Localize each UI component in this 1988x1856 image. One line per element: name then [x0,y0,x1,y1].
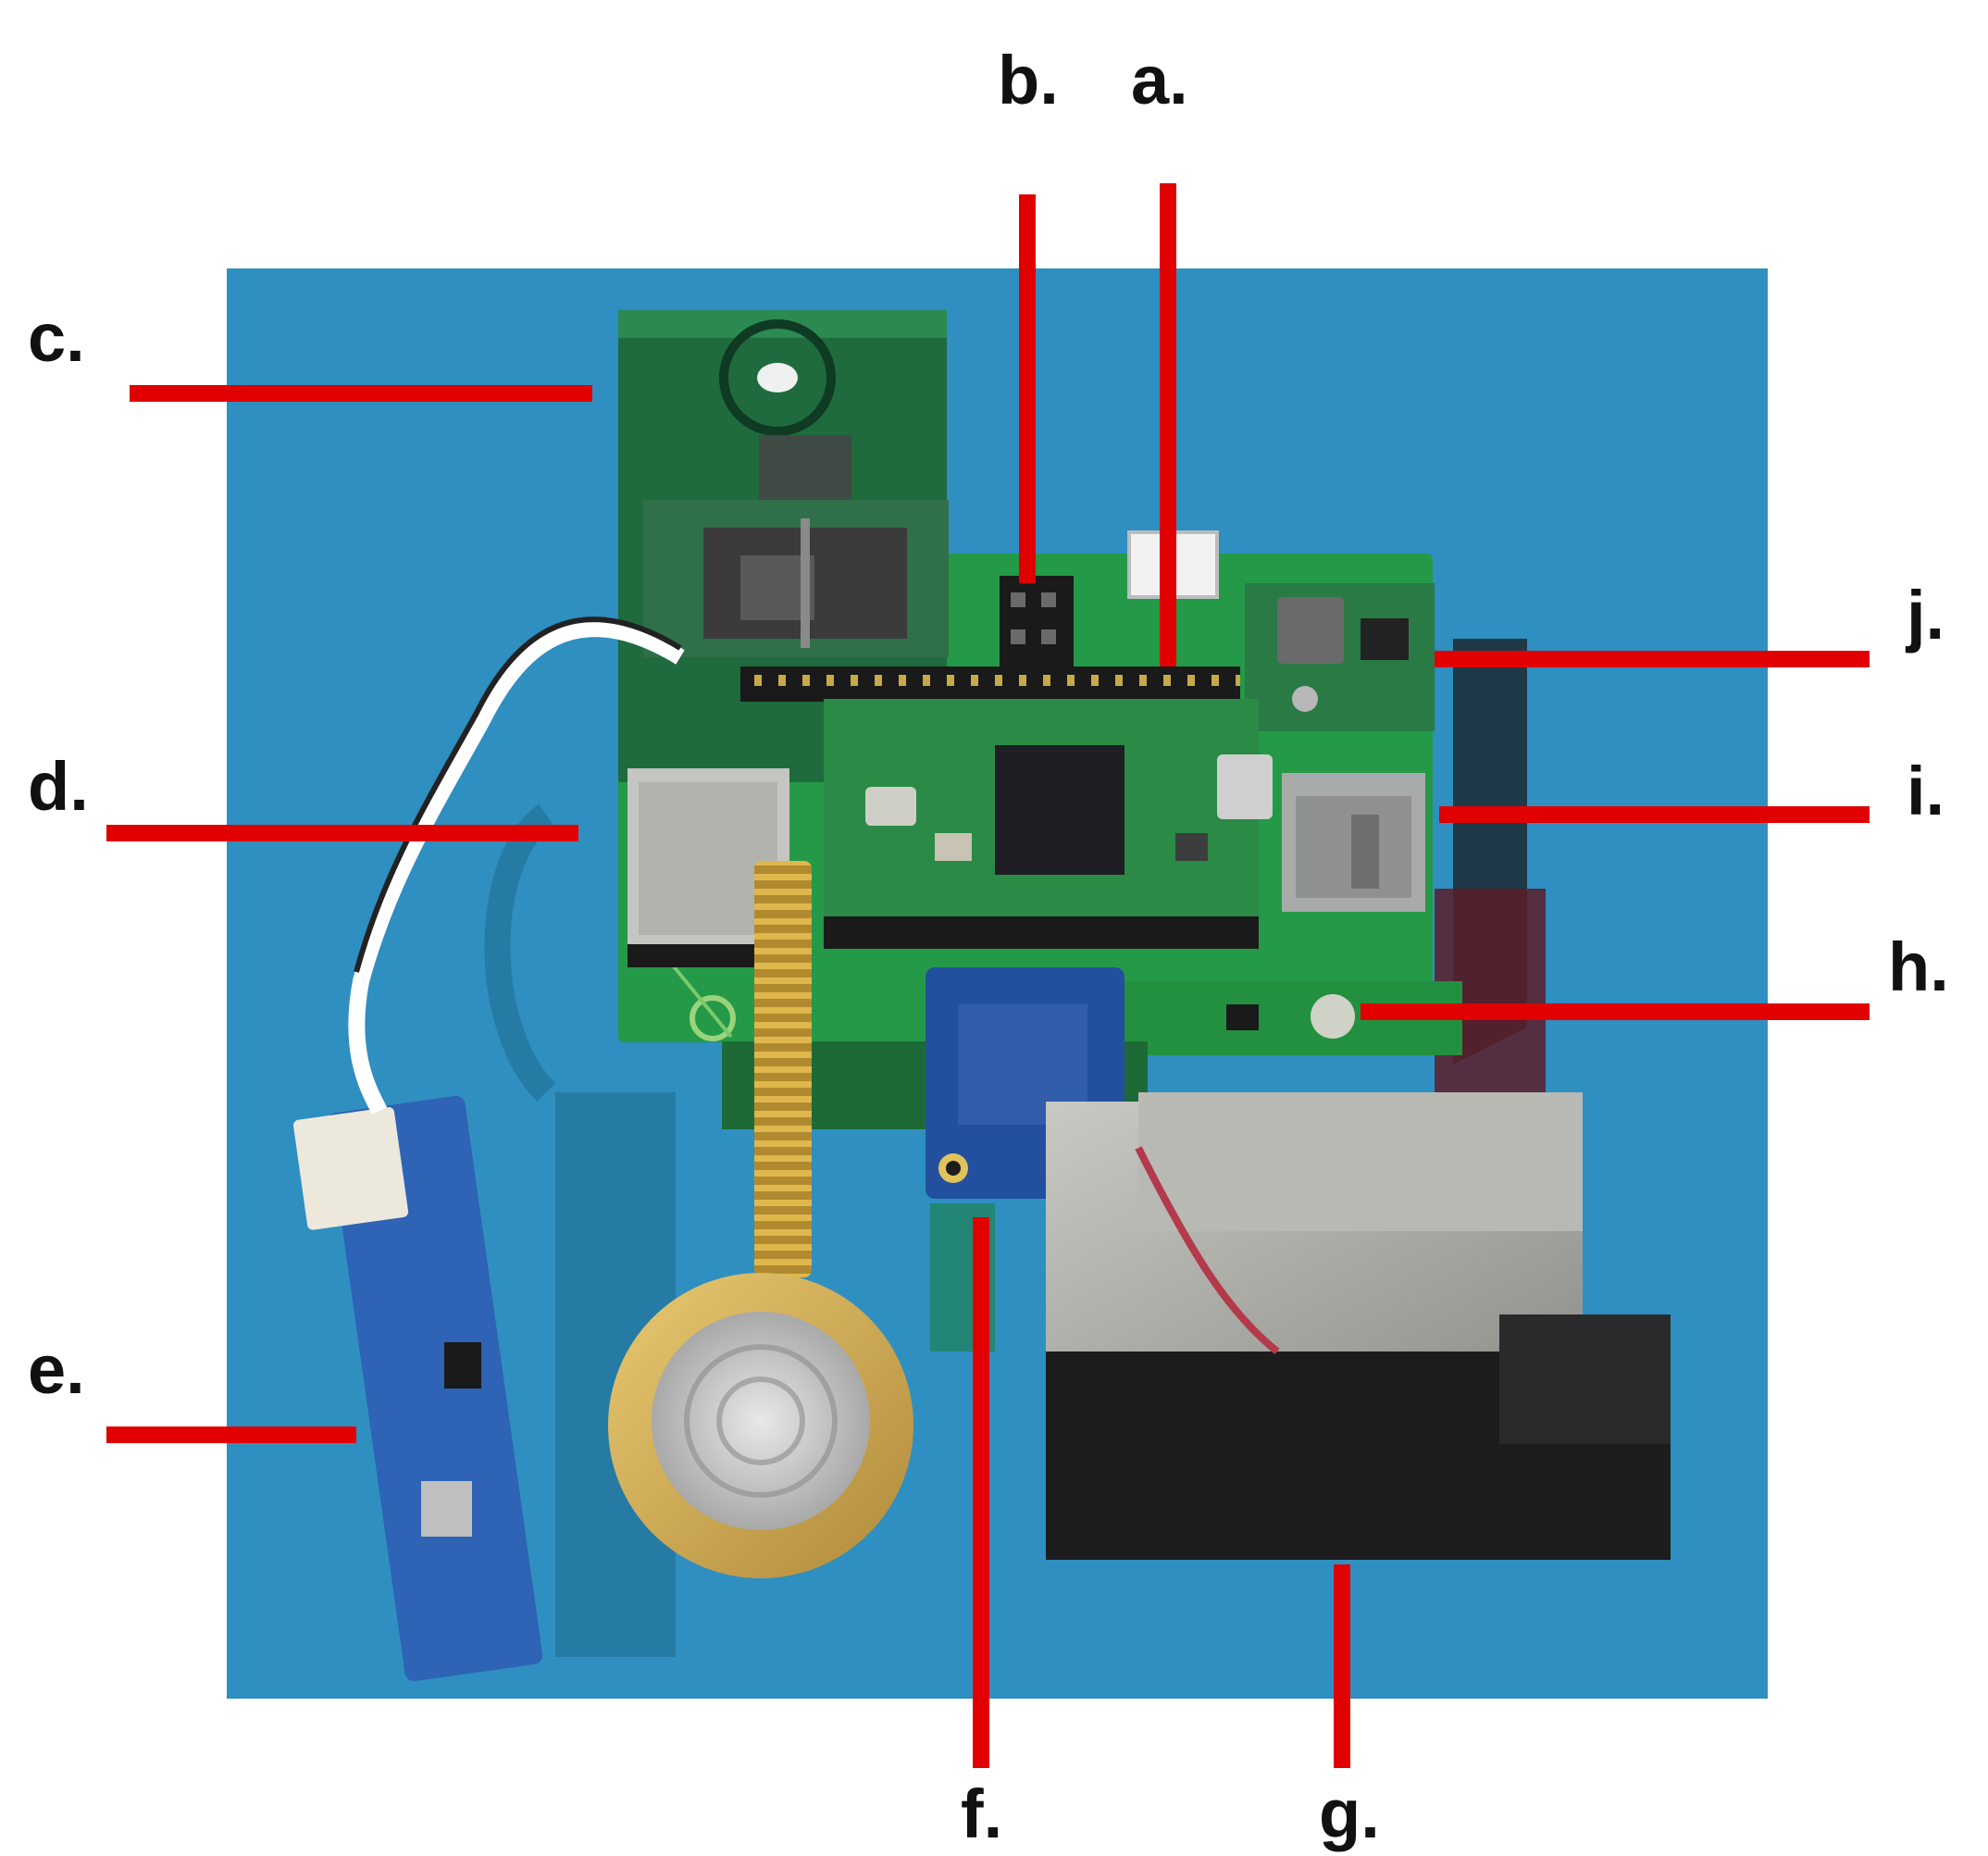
label-i: i. [1907,753,1945,829]
callout-labels: a. b. c. d. e. f. g. h. i. j. [28,42,1949,1852]
sensor-cable [348,620,685,1115]
sd-card-slot [1282,773,1425,912]
label-g: g. [1319,1775,1380,1852]
label-d: d. [28,748,89,825]
label-b: b. [998,42,1059,118]
pin-header-row [740,666,1240,702]
particulate-matter-sensor [1046,1092,1671,1560]
label-h: h. [1888,928,1949,1005]
antenna-spring [754,861,812,1277]
temperature-humidity-module [293,1095,543,1682]
label-f: f. [961,1775,1002,1852]
microcontroller-board [824,699,1273,949]
power-regulator-module [1245,583,1435,731]
label-a: a. [1131,42,1188,118]
label-e: e. [28,1331,85,1408]
led-indicator [1226,994,1355,1039]
sensor-cable-dark [354,617,682,973]
header-connector [1000,576,1074,682]
reference-coin [608,1273,913,1578]
label-j: j. [1905,577,1945,654]
pcb-silkscreen-logo [690,995,736,1041]
callout-arrows [106,183,1870,1768]
label-c: c. [28,299,85,376]
